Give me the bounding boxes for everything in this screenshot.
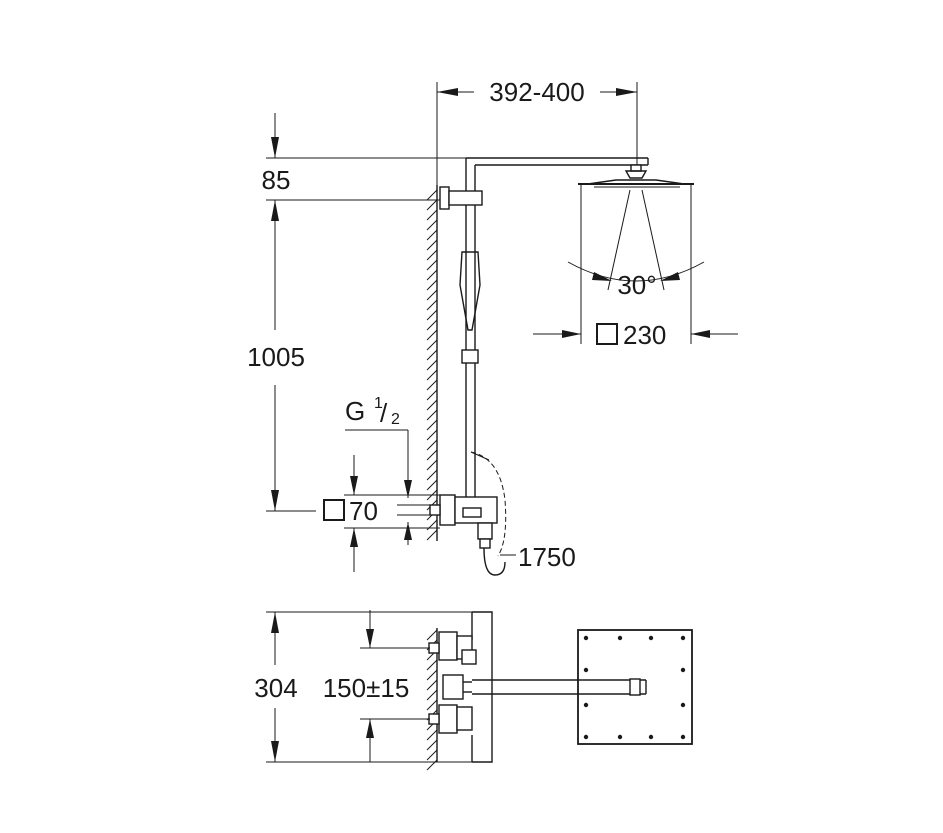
wall-hatch-line	[426, 189, 438, 201]
wall-hatch-line	[426, 689, 438, 701]
wall-hatch-line	[426, 479, 438, 491]
thread-den-label: 2	[391, 411, 400, 428]
dim-valve-square-label: 70	[349, 496, 378, 526]
wall-hatch-line	[426, 739, 438, 751]
wall-hatch-line	[426, 699, 438, 711]
dim-height-label: 1005	[247, 342, 305, 372]
head-plate-top	[577, 629, 693, 745]
valve-body-top	[428, 611, 493, 763]
wall-hatch-line	[426, 439, 438, 451]
shower-arm	[466, 157, 649, 166]
head-shower	[578, 164, 694, 188]
nozzle-dot	[583, 635, 589, 641]
dim-depth: 304	[254, 611, 492, 763]
hose	[470, 451, 507, 576]
dim-angle: 30°	[567, 189, 705, 300]
dim-hose: 1750	[500, 542, 576, 572]
wall-hatch-line	[426, 259, 438, 271]
wall-hatch-line	[426, 219, 438, 231]
riser-pipe	[465, 158, 476, 512]
dim-centers-label: 150±15	[323, 673, 410, 703]
wall-hatch-line	[426, 669, 438, 681]
nozzle-dot	[680, 734, 686, 740]
wall-front	[426, 185, 438, 541]
wall-hatch-line	[426, 409, 438, 421]
top-view: 304 150±15	[254, 610, 693, 771]
dim-arm-length-label: 392-400	[489, 77, 584, 107]
arm-top	[472, 678, 647, 696]
dim-top-offset: 85	[262, 113, 466, 201]
nozzle-dot	[583, 734, 589, 740]
wall-hatch-line	[426, 329, 438, 341]
wall-hatch-line	[426, 749, 438, 761]
front-view: 392-400 85 1005 G 1 / 2	[247, 77, 738, 576]
dim-top-offset-label: 85	[262, 165, 291, 195]
wall-hatch-line	[426, 679, 438, 691]
square-symbol-icon	[323, 499, 345, 521]
wall-hatch-line	[426, 659, 438, 671]
wall-hatch-line	[426, 359, 438, 371]
dim-depth-label: 304	[254, 673, 297, 703]
wall-hatch-line	[426, 339, 438, 351]
thread-spec: G 1 / 2	[345, 395, 412, 545]
nozzle-dot	[680, 635, 686, 641]
wall-hatch-line	[426, 269, 438, 281]
thread-g-label: G	[345, 396, 365, 426]
wall-hatch-line	[426, 319, 438, 331]
dim-centers: 150±15	[323, 610, 430, 762]
square-symbol-icon	[596, 323, 618, 345]
wall-hatch-line	[426, 449, 438, 461]
wall-hatch-line	[426, 369, 438, 381]
wall-hatch-line	[426, 229, 438, 241]
nozzle-dot	[680, 702, 686, 708]
dim-valve-square: 70	[323, 455, 440, 572]
wall-hatch-line	[426, 729, 438, 741]
dim-hose-label: 1750	[518, 542, 576, 572]
wall-hatch-line	[426, 629, 438, 641]
wall-hatch-line	[426, 459, 438, 471]
wall-hatch-line	[426, 309, 438, 321]
dim-height: 1005	[247, 200, 316, 512]
wall-hatch-line	[426, 389, 438, 401]
wall-hatch-line	[426, 299, 438, 311]
wall-bracket	[439, 186, 483, 210]
wall-hatch-line	[426, 349, 438, 361]
nozzle-dot	[680, 667, 686, 673]
wall-hatch-line	[426, 239, 438, 251]
nozzle-dot	[648, 635, 654, 641]
nozzle-dot	[617, 635, 623, 641]
dim-head-square: 230	[533, 185, 738, 350]
hand-shower	[459, 251, 481, 364]
thermostat-valve	[429, 494, 498, 549]
thread-num-label: 1	[374, 395, 383, 412]
nozzle-dot	[648, 734, 654, 740]
nozzle-dot	[583, 702, 589, 708]
wall-hatch-line	[426, 199, 438, 211]
wall-hatch-line	[426, 379, 438, 391]
wall-hatch-line	[426, 529, 438, 541]
thread-slash: /	[380, 398, 388, 428]
wall-hatch-line	[426, 429, 438, 441]
dim-head-square-label: 230	[623, 320, 666, 350]
nozzle-dot	[583, 667, 589, 673]
wall-hatch-line	[426, 289, 438, 301]
wall-hatch-line	[426, 399, 438, 411]
nozzle-dot	[617, 734, 623, 740]
dim-angle-label: 30°	[617, 270, 656, 300]
wall-hatch-line	[426, 279, 438, 291]
wall-hatch-line	[426, 209, 438, 221]
wall-hatch-line	[426, 469, 438, 481]
wall-hatch-line	[426, 419, 438, 431]
dim-arm-length: 392-400	[436, 77, 638, 185]
wall-hatch-line	[426, 249, 438, 261]
